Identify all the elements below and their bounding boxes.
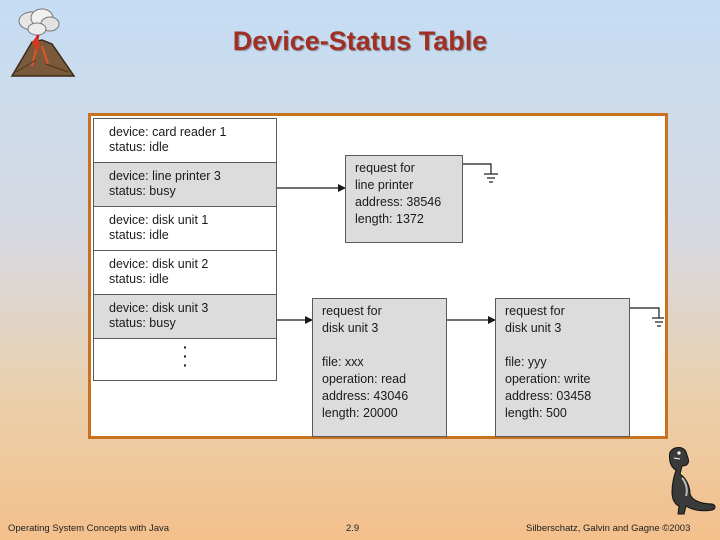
ground-disk xyxy=(629,307,660,318)
connectors xyxy=(263,163,664,327)
slide-title: Device-Status Table xyxy=(232,26,488,56)
device-name: device: disk unit 1 xyxy=(109,213,209,227)
req-line: address: 03458 xyxy=(505,389,592,403)
req-line: request for xyxy=(355,161,415,175)
req-line: operation: write xyxy=(505,372,591,386)
device-status: status: busy xyxy=(109,316,176,330)
req-line: length: 1372 xyxy=(355,212,424,226)
device-name: device: line printer 3 xyxy=(109,169,221,183)
ellipsis: · · · xyxy=(183,339,188,373)
page-number: 2.9 xyxy=(346,523,360,534)
footer-right: Silberschatz, Galvin and Gagne ©2003 xyxy=(526,523,691,534)
req-line: request for xyxy=(322,304,382,318)
device-name: device: disk unit 3 xyxy=(109,301,209,315)
req-line: operation: read xyxy=(322,372,407,386)
volcano-icon xyxy=(10,8,76,77)
req-line: file: yyy xyxy=(505,355,547,369)
device-name: device: card reader 1 xyxy=(109,125,227,139)
req-line: disk unit 3 xyxy=(505,321,562,335)
device-status: status: idle xyxy=(109,228,169,242)
req-line: file: xxx xyxy=(322,355,364,369)
printer-request-block: request for line printer address: 38546 … xyxy=(345,155,463,243)
device-status: status: idle xyxy=(109,140,169,154)
disk-request-block-write: request for disk unit 3 file: yyy operat… xyxy=(495,298,630,437)
req-line: request for xyxy=(505,304,565,318)
req-spacer xyxy=(505,337,591,354)
dinosaur-icon xyxy=(669,447,716,515)
table-continuation: · · · xyxy=(94,339,276,381)
footer-left: Operating System Concepts with Java xyxy=(8,523,170,534)
req-spacer xyxy=(322,337,408,354)
req-line: address: 38546 xyxy=(355,195,442,209)
device-status: status: busy xyxy=(109,184,176,198)
disk-request-block-read: request for disk unit 3 file: xxx operat… xyxy=(312,298,447,437)
req-line: length: 500 xyxy=(505,406,567,420)
req-line: disk unit 3 xyxy=(322,321,379,335)
req-line: length: 20000 xyxy=(322,406,398,420)
device-status: status: idle xyxy=(109,272,169,286)
req-line: line printer xyxy=(355,178,414,192)
ground-printer xyxy=(462,163,492,174)
req-line: address: 43046 xyxy=(322,389,409,403)
device-name: device: disk unit 2 xyxy=(109,257,209,271)
